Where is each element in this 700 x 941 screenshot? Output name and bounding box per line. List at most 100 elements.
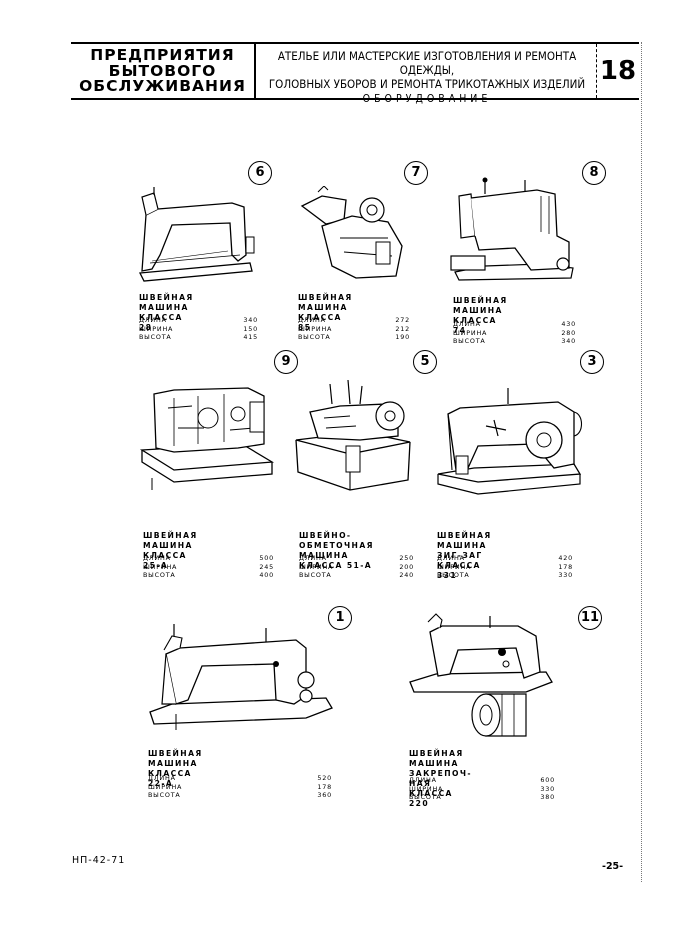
item-caption: ШВЕЙНАЯ МАШИНА КЛАССА 25-А — [143, 531, 198, 571]
header-subtitle: ОБОРУДОВАНИЕ — [362, 93, 492, 105]
item-number: 7 — [404, 161, 428, 185]
dimensions-list: ДЛИНА 420 ШИРИНА 178 ВЫСОТА 330 — [437, 554, 573, 580]
item-caption: ШВЕЙНО-ОБМЕТОЧНАЯ МАШИНА КЛАССА 51-А — [299, 531, 374, 571]
dim-label: ШИРИНА — [437, 562, 472, 571]
dim-label: ДЛИНА — [409, 776, 437, 784]
sewing-machine-illustration — [450, 177, 574, 281]
sewing-machine-illustration — [149, 624, 333, 730]
dim-value: 245 — [259, 562, 274, 571]
caption-line: ШВЕЙНАЯ МАШИНА — [143, 531, 198, 550]
item-caption: ШВЕЙНАЯ МАШИНА КЛАССА 85 — [298, 293, 353, 333]
caption-line: КЛАССА 28 — [139, 313, 183, 332]
dim-label: ВЫСОТА — [148, 791, 181, 799]
sewing-machine-illustration — [295, 379, 411, 491]
dim-value: 340 — [243, 316, 258, 324]
dim-value: 212 — [395, 324, 410, 333]
dim-label: ДЛИНА — [139, 316, 167, 324]
caption-line: ШВЕЙНАЯ МАШИНА — [437, 531, 492, 550]
caption-line: КЛАССА 25-А — [143, 551, 187, 570]
dim-value: 178 — [558, 562, 573, 571]
caption-line: ШВЕЙНАЯ МАШИНА — [139, 293, 194, 312]
dim-value: 190 — [395, 333, 410, 341]
caption-line: КЛАССА 74 — [453, 316, 497, 335]
dim-value: 150 — [243, 324, 258, 333]
dim-label: ВЫСОТА — [139, 333, 172, 341]
dim-label: ДЛИНА — [148, 774, 176, 782]
dim-value: 280 — [561, 328, 576, 337]
dim-label: ДЛИНА — [298, 316, 326, 324]
header-category-line: ОБСЛУЖИВАНИЯ — [79, 77, 246, 95]
dim-label: ВЫСОТА — [453, 337, 486, 345]
dim-value: 360 — [317, 791, 332, 799]
item-caption: ШВЕЙНАЯ МАШИНА ЗИГ-ЗАГ КЛАССА 331 — [437, 531, 492, 581]
dim-value: 415 — [243, 333, 258, 341]
caption-line: КЛАССА 85 — [298, 313, 342, 332]
caption-line: ШВЕЙНАЯ МАШИНА ЗАКРЕПОЧ- — [409, 749, 472, 778]
header-category-line: БЫТОВОГО — [108, 61, 217, 80]
item-number: 3 — [580, 350, 604, 374]
dim-label: ШИРИНА — [453, 328, 488, 337]
header-category-line: ПРЕДПРИЯТИЯ — [90, 46, 235, 64]
dim-value: 420 — [558, 554, 573, 562]
dimensions-list: ДЛИНА 340 ШИРИНА 150 ВЫСОТА 415 — [139, 316, 258, 342]
item-number: 1 — [328, 606, 352, 630]
dim-label: ВЫСОТА — [409, 793, 442, 801]
dim-value: 400 — [259, 571, 274, 579]
item-caption: ШВЕЙНАЯ МАШИНА КЛАССА 28 — [139, 293, 194, 333]
dim-label: ВЫСОТА — [298, 333, 331, 341]
dim-value: 430 — [561, 320, 576, 328]
caption-line: ШВЕЙНАЯ МАШИНА КЛАССА 22-А — [148, 749, 203, 788]
header-title-line: ГОЛОВНЫХ УБОРОВ И РЕМОНТА ТРИКОТАЖНЫХ ИЗ… — [268, 77, 586, 91]
dim-label: ШИРИНА — [143, 562, 178, 571]
dimensions-list: ДЛИНА 520 ШИРИНА 178 ВЫСОТА 360 — [148, 774, 332, 800]
margin-rule — [641, 42, 642, 882]
dim-value: 200 — [399, 562, 414, 571]
sewing-machine-illustration — [138, 187, 255, 282]
caption-line: МАШИНА КЛАССА 51-А — [299, 551, 373, 570]
dim-value: 330 — [558, 571, 573, 579]
header-title: АТЕЛЬЕ ИЛИ МАСТЕРСКИЕ ИЗГОТОВЛЕНИЯ И РЕМ… — [258, 44, 596, 105]
item-number: 5 — [413, 350, 437, 374]
dim-value: 380 — [540, 793, 555, 801]
dim-value: 520 — [317, 774, 332, 782]
sewing-machine-illustration — [409, 613, 553, 737]
item-number: 11 — [578, 606, 602, 630]
dim-label: ДЛИНА — [143, 554, 171, 562]
dim-label: ШИРИНА — [139, 324, 174, 333]
dim-value: 240 — [399, 571, 414, 579]
dim-label: ШИРИНА — [409, 784, 444, 793]
page-number: -25- — [602, 861, 624, 872]
item-caption: ШВЕЙНАЯ МАШИНА КЛАССА 74 — [453, 296, 508, 336]
header-title-line: АТЕЛЬЕ ИЛИ МАСТЕРСКИЕ ИЗГОТОВЛЕНИЯ И РЕМ… — [277, 49, 577, 77]
sheet-number: 18 — [596, 44, 639, 98]
dim-value: 340 — [561, 337, 576, 345]
dimensions-list: ДЛИНА 250 ШИРИНА 200 ВЫСОТА 240 — [299, 554, 414, 580]
dim-label: ДЛИНА — [437, 554, 465, 562]
document-code: НП-42-71 — [72, 855, 126, 866]
dim-value: 600 — [540, 776, 555, 784]
dim-value: 250 — [399, 554, 414, 562]
dim-value: 330 — [540, 784, 555, 793]
dim-value: 272 — [395, 316, 410, 324]
sewing-machine-illustration — [437, 388, 583, 495]
dimensions-list: ДЛИНА 600 ШИРИНА 330 ВЫСОТА 380 — [409, 776, 555, 802]
dim-label: ДЛИНА — [299, 554, 327, 562]
dim-label: ШИРИНА — [148, 782, 183, 791]
dim-label: ВЫСОТА — [437, 571, 470, 579]
dimensions-list: ДЛИНА 430 ШИРИНА 280 ВЫСОТА 340 — [453, 320, 576, 346]
dim-label: ДЛИНА — [453, 320, 481, 328]
item-caption: ШВЕЙНАЯ МАШИНА ЗАКРЕПОЧ- НАЯ КЛАССА 220 — [409, 749, 472, 809]
dim-label: ВЫСОТА — [299, 571, 332, 579]
dim-label: ШИРИНА — [299, 562, 334, 571]
dimensions-list: ДЛИНА 500 ШИРИНА 245 ВЫСОТА 400 — [143, 554, 274, 580]
item-caption: ШВЕЙНАЯ МАШИНА КЛАССА 22-А — [148, 749, 203, 789]
caption-line: ШВЕЙНАЯ МАШИНА — [298, 293, 353, 312]
dim-value: 500 — [259, 554, 274, 562]
item-number: 8 — [582, 161, 606, 185]
sewing-machine-illustration — [139, 387, 275, 490]
dim-value: 178 — [317, 782, 332, 791]
dim-label: ВЫСОТА — [143, 571, 176, 579]
caption-line: ШВЕЙНАЯ МАШИНА — [453, 296, 508, 315]
page-header: ПРЕДПРИЯТИЯ БЫТОВОГО ОБСЛУЖИВАНИЯ АТЕЛЬЕ… — [71, 42, 639, 105]
